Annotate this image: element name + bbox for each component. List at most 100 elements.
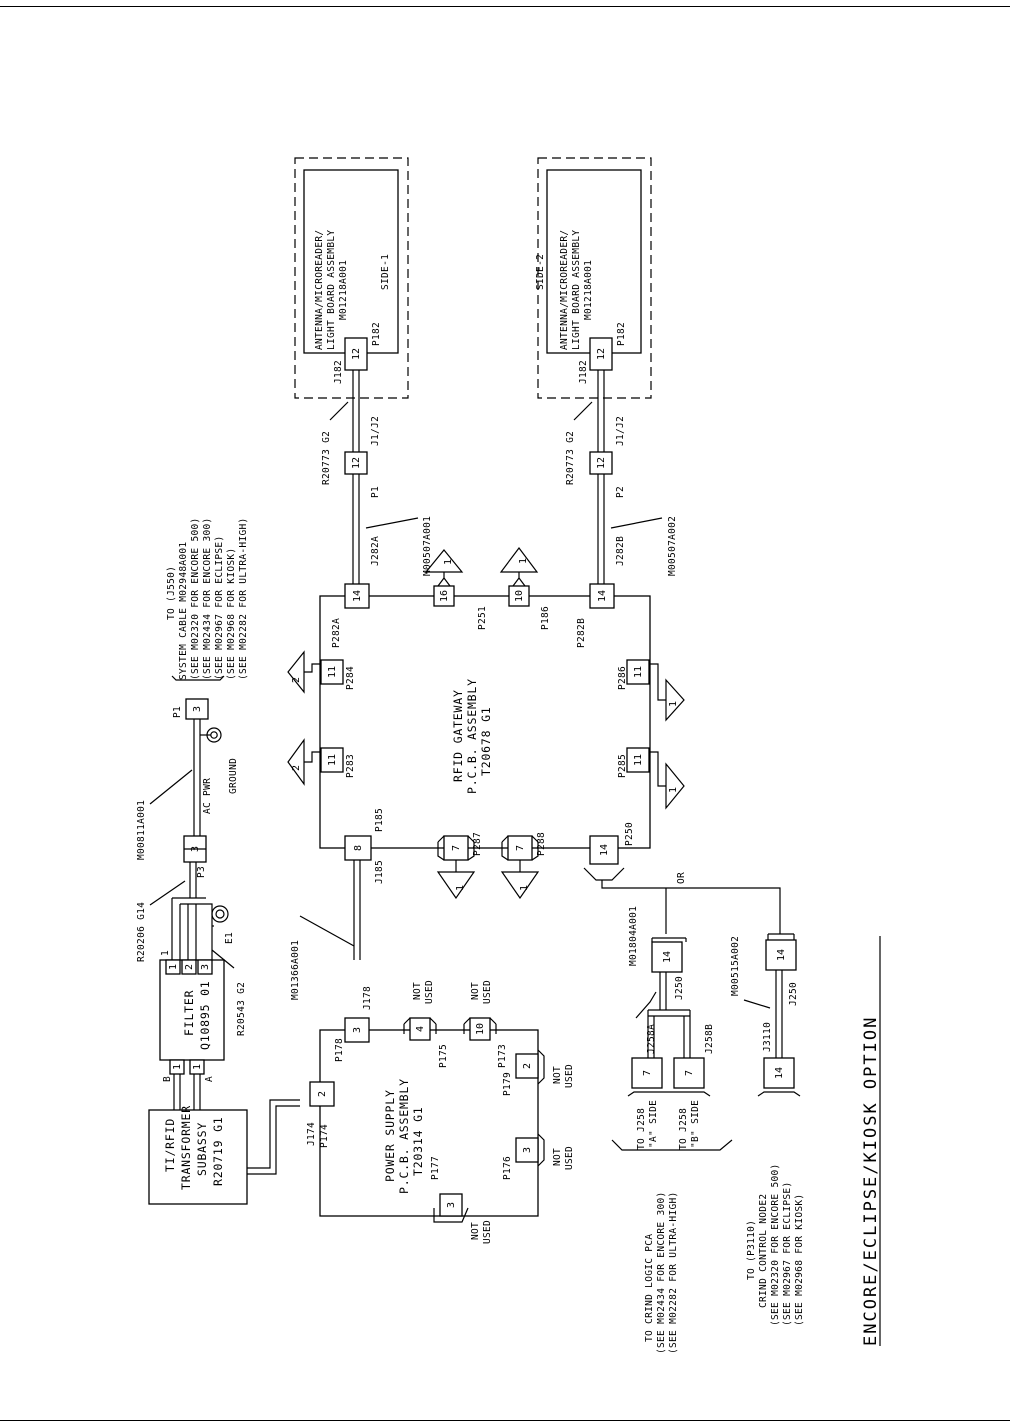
p251-label: P251 [477, 606, 488, 630]
side1-title-line2: LIGHT BOARD ASSEMBLY [326, 230, 337, 350]
p173-pins: 10 [475, 1023, 486, 1035]
crind-node-j250-pins: 14 [776, 949, 787, 961]
side1-part-number: M01218A001 [338, 260, 349, 320]
p185-label: P185 [374, 808, 385, 832]
side2-part-number: M01218A001 [583, 260, 594, 320]
p176-not: NOT [552, 1148, 563, 1166]
p178-pins: 3 [352, 1027, 363, 1033]
filter-title: FILTER [182, 990, 196, 1036]
p175-not: NOT [412, 982, 423, 1000]
system-cable-block: TO (J550) SYSTEM CABLE M02948A001 (SEE M… [136, 517, 249, 962]
p282a-label: P282A [331, 618, 342, 648]
p284-pins: 11 [327, 666, 338, 678]
side1-label: SIDE-1 [380, 254, 391, 290]
crind-logic-j258b-pins: 7 [684, 1070, 695, 1076]
side1-antenna-assembly: ANTENNA/MICROREADER/ LIGHT BOARD ASSEMBL… [294, 157, 409, 399]
cable-bot-r20773: R20773 G2 [565, 431, 576, 485]
p282b-pins: 14 [597, 590, 608, 602]
crind-node-line4: (SEE M02968 FOR KIOSK) [794, 1194, 805, 1326]
crind-logic-line0: TO CRIND LOGIC PCA [644, 1234, 655, 1342]
p285-pins: 11 [633, 754, 644, 766]
cable-bot-j1j2: J1/J2 [615, 416, 626, 446]
crind-node-line1: CRIND CONTROL NODE2 [758, 1194, 769, 1308]
top-rule [0, 6, 1010, 7]
transformer-line0: TI/RFID [163, 1118, 177, 1172]
cable-top-r20773: R20773 G2 [321, 431, 332, 485]
p173-not: NOT [470, 982, 481, 1000]
side2-label: SIDE-2 [535, 254, 546, 290]
transformer-subassy: TI/RFID TRANSFORMER SUBASSY R20719 G1 [148, 1099, 300, 1205]
p286-label: P286 [617, 666, 628, 690]
cable-top-m00507a001: M00507A001 [422, 516, 433, 576]
filter-r20543: R20543 G2 [236, 982, 247, 1036]
crind-node-cable: 14 J250 M00515A002 14 J3110 TO (P3110) C… [730, 933, 805, 1326]
crind-node-line0: TO (P3110) [746, 1220, 757, 1280]
cable-bot-p2: P2 [615, 486, 626, 498]
p179-used: USED [564, 1064, 575, 1088]
side2-antenna-assembly: ANTENNA/MICROREADER/ LIGHT BOARD ASSEMBL… [535, 157, 652, 399]
diagram-title-text: ENCORE/ECLIPSE/KIOSK OPTION [861, 1016, 881, 1346]
power-supply-board: M01366A001 POWER SUPPLY P.C.B. ASSEMBLY … [290, 860, 575, 1244]
filter-part: Q10895 01 [198, 980, 212, 1050]
j185-label: J185 [374, 860, 385, 884]
p286-pins: 11 [633, 666, 644, 678]
g288-mark: 1 [519, 885, 530, 891]
g285-mark: 1 [668, 787, 679, 793]
side1-title-line1: ANTENNA/MICROREADER/ [314, 230, 325, 350]
gateway-title: RFID GATEWAY [451, 689, 465, 782]
filter-pin1: 1 [168, 964, 179, 970]
ac-cable-m00811a001: M00811A001 [136, 800, 147, 860]
p176-used: USED [564, 1146, 575, 1170]
cable-bot-m00507a002: M00507A002 [667, 516, 678, 576]
cable-top-j282a: J282A [370, 536, 381, 566]
p287-label: P287 [472, 832, 483, 856]
p250-label: P250 [624, 822, 635, 846]
j178-label: J178 [362, 986, 373, 1010]
j174-label: J174 [306, 1122, 317, 1146]
ac-r20206: R20206 G14 [136, 902, 147, 962]
sys-p1-label: P1 [172, 706, 183, 718]
power-title: POWER SUPPLY [383, 1089, 397, 1182]
side2-title-line2: LIGHT BOARD ASSEMBLY [571, 230, 582, 350]
p285-label: P285 [617, 754, 628, 778]
transformer-line3: R20719 G1 [211, 1116, 225, 1186]
p175-pins: 4 [415, 1026, 426, 1032]
crind-logic-j258b-label: J258B [704, 1024, 715, 1054]
filter-a-label: A [204, 1076, 215, 1082]
p282b-label: P282B [576, 618, 587, 648]
p173-label: P173 [497, 1044, 508, 1068]
sys-line6: (SEE M02282 FOR ULTRA-HIGH) [238, 517, 249, 680]
crind-node-line2: (SEE M02320 FOR ENCORE 500) [770, 1163, 781, 1326]
g251-mark: 1 [443, 559, 454, 565]
side1-p182: P182 [371, 322, 382, 346]
side-b-line0: TO J258 [678, 1108, 689, 1150]
side-a-line1: "A" SIDE [648, 1100, 659, 1148]
p173-used: USED [482, 980, 493, 1004]
p174-label: P174 [319, 1124, 330, 1148]
sys-line3: (SEE M02434 FOR ENCORE 300) [202, 517, 213, 680]
g286-mark: 1 [668, 701, 679, 707]
rfid-gateway-board: RFID GATEWAY P.C.B. ASSEMBLY T20678 G1 1… [287, 547, 685, 900]
filter-b-pin: 1 [172, 1064, 183, 1070]
sys-p1-pin: 3 [192, 706, 203, 712]
crind-logic-j250-label: J250 [674, 976, 685, 1000]
gateway-part: T20678 G1 [479, 706, 493, 776]
gateway-pcb: P.C.B. ASSEMBLY [465, 678, 479, 794]
p175-label: P175 [438, 1044, 449, 1068]
crind-logic-cable: OR M01804A001 14 J250 7 J258A 7 J258B TO… [601, 872, 781, 1354]
p185-pins: 8 [353, 845, 364, 851]
crind-node-line3: (SEE M02967 FOR ECLIPSE) [782, 1182, 793, 1326]
crind-node-j3110-pins: 14 [774, 1067, 785, 1079]
p251-pins: 16 [439, 590, 450, 602]
cable-m00507a001: 12 R20773 G2 J1/J2 P1 J282A M00507A001 [321, 370, 433, 584]
side1-pin-count: 12 [351, 348, 362, 360]
side-a-line0: TO J258 [636, 1108, 647, 1150]
g186-mark: 1 [518, 558, 529, 564]
sys-line5: (SEE M02968 FOR KIOSK) [226, 548, 237, 680]
p177-not: NOT [470, 1222, 481, 1240]
p288-label: P288 [536, 832, 547, 856]
p288-pins: 7 [515, 845, 526, 851]
cable-top-pin-count: 12 [351, 457, 362, 469]
